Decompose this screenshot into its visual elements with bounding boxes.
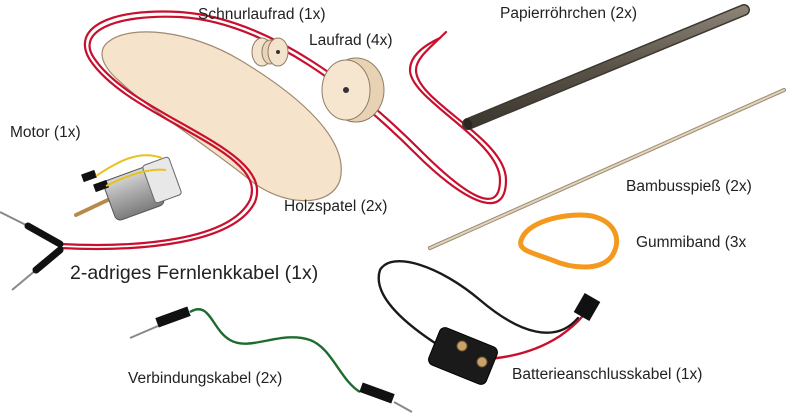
label-motor: Motor (1x) bbox=[10, 124, 81, 141]
jumper-wire bbox=[129, 306, 413, 413]
label-paper-tube: Papierröhrchen (2x) bbox=[500, 5, 637, 22]
label-bamboo-skewer: Bambusspieß (2x) bbox=[626, 178, 752, 195]
wooden-spatula bbox=[101, 31, 342, 202]
label-string-pulley: Schnurlaufrad (1x) bbox=[198, 6, 326, 23]
label-battery-snap-cable: Batterieanschlusskabel (1x) bbox=[512, 366, 703, 383]
paper-tube bbox=[462, 4, 750, 130]
label-jumper-wire: Verbindungskabel (2x) bbox=[128, 370, 283, 387]
wheel bbox=[321, 57, 385, 123]
bamboo-skewer bbox=[428, 88, 786, 250]
cable-connectors bbox=[0, 211, 64, 291]
battery-snap-cable bbox=[377, 260, 601, 385]
label-remote-cable: 2-adriges Fernlenkkabel (1x) bbox=[70, 262, 319, 284]
string-pulley bbox=[251, 37, 289, 67]
motor bbox=[74, 154, 182, 221]
label-wheel: Laufrad (4x) bbox=[309, 32, 393, 49]
label-rubber-band: Gummiband (3x bbox=[636, 234, 747, 251]
rubber-band bbox=[518, 212, 619, 270]
label-wooden-spatula: Holzspatel (2x) bbox=[284, 198, 388, 215]
